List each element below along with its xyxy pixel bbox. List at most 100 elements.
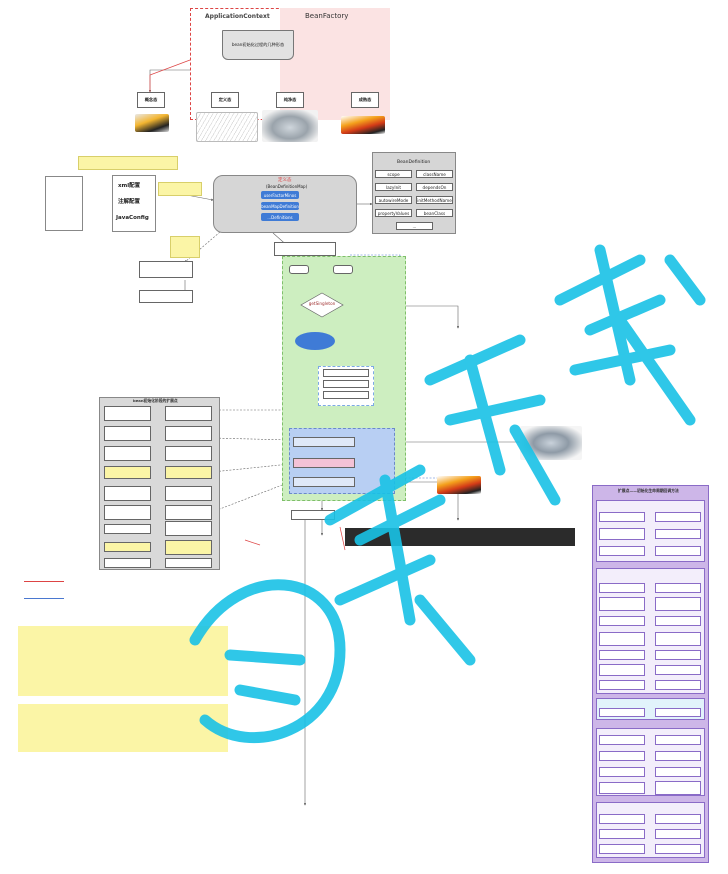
bd-prop-cell: initMethodName — [416, 196, 453, 204]
state-definition-label: 定义态 — [218, 97, 232, 102]
callback-method — [655, 680, 701, 690]
bean-definition-title: BeanDefinition — [397, 160, 431, 165]
callback-interface — [599, 650, 645, 660]
bd-prop-label: beanClass — [423, 210, 446, 216]
processor-cell — [104, 406, 151, 421]
processor-method-cell — [165, 505, 212, 520]
car-image-concept — [135, 114, 169, 132]
processor-cell — [104, 446, 151, 461]
callback-interface — [599, 814, 645, 824]
callback-method — [655, 512, 701, 522]
processor-cell — [104, 426, 151, 441]
initialization-step — [293, 477, 355, 487]
pure-state-red-label — [584, 444, 594, 450]
processor-cell — [104, 466, 151, 479]
early-singletons-box — [323, 380, 369, 388]
callback-method — [655, 829, 701, 839]
callback-interface — [599, 546, 645, 556]
processor-method-cell — [165, 521, 212, 536]
callback-interface — [599, 708, 645, 717]
bd-prop-cell: beanClass — [416, 209, 453, 217]
pre-instantiate-box — [274, 242, 336, 256]
state-pure: 纯净态 — [276, 92, 304, 108]
state-mature: 成熟态 — [351, 92, 379, 108]
callback-method — [655, 814, 701, 824]
instantiation-step — [293, 437, 355, 447]
note-bean-factory-vs-context — [18, 626, 228, 696]
bd-prop-label: className — [423, 171, 446, 177]
processor-cell — [104, 558, 151, 568]
callback-method — [655, 767, 701, 777]
application-context-label: ApplicationContext — [205, 13, 270, 20]
xml-sticky-note — [78, 156, 178, 170]
callback-interface — [599, 512, 645, 522]
bd-map-entry-label: userFactorMinos — [263, 192, 297, 198]
callback-interface — [599, 767, 645, 777]
singleton-factories-box — [323, 369, 369, 377]
callback-interface — [599, 597, 645, 611]
bd-prop-cell: dependsOn — [416, 183, 453, 191]
registry-sticky-note — [170, 236, 200, 258]
bd-map-title: 定义态 — [278, 178, 292, 183]
left-config-panel — [112, 175, 156, 232]
bd-prop-cell: ... — [396, 222, 433, 230]
code-snippet-bar — [345, 528, 575, 546]
state-concept-label: 概念态 — [144, 97, 158, 102]
callback-method — [655, 529, 701, 539]
annotation-config-label: 注解配置 — [118, 199, 141, 205]
class-source-box — [45, 176, 83, 231]
chassis-car-image — [520, 426, 582, 460]
callback-interface — [599, 680, 645, 690]
processor-method-cell — [165, 558, 212, 568]
callback-method — [655, 781, 701, 795]
center-document-label: bean初始化过程的几种形态 — [231, 42, 285, 48]
bd-map-entry-label: beanMapDefinition — [261, 203, 299, 209]
callback-method — [655, 616, 701, 626]
bd-map-entry: ...Definitions — [261, 213, 299, 221]
state-mature-label: 成熟态 — [358, 97, 372, 102]
callback-method — [655, 583, 701, 593]
callback-interface — [599, 782, 645, 794]
car-image-sketch — [196, 112, 258, 142]
center-document: bean初始化过程的几种形态 — [222, 30, 294, 60]
bd-prop-label: initMethodName — [417, 197, 452, 203]
callback-interface — [599, 844, 645, 854]
callback-method — [655, 597, 701, 611]
callback-interface — [599, 751, 645, 761]
bd-prop-cell: autowireMode — [375, 196, 412, 204]
bd-prop-cell: lazyInit — [375, 183, 412, 191]
processor-method-cell — [165, 406, 212, 421]
bean-definition-panel — [372, 152, 456, 234]
xml-config-label: xml配置 — [118, 183, 141, 189]
bd-map-entry-label: ...Definitions — [267, 214, 293, 220]
creation-circle — [295, 332, 335, 350]
reader-sticky-note — [158, 182, 202, 196]
callback-method — [655, 735, 701, 745]
callback-method — [655, 546, 701, 556]
state-pure-label: 纯净态 — [283, 97, 297, 102]
processor-cell — [104, 505, 151, 520]
get-singleton-label: getSingleton — [308, 301, 336, 306]
javaconfig-label: JavaConfig — [116, 215, 149, 221]
lifecycle-panel-title: 扩展点——初始化生命周期回调方法 — [618, 488, 679, 493]
processor-cell — [104, 542, 151, 552]
callback-method — [655, 844, 701, 854]
bd-prop-label: scope — [387, 171, 400, 177]
callback-method — [655, 751, 701, 761]
callback-method — [655, 632, 701, 646]
bd-map-subtitle: (BeanDefinitionMap) — [266, 184, 308, 189]
flow-node-right — [333, 265, 353, 274]
bd-prop-cell: scope — [375, 170, 412, 178]
bd-map-entry: beanMapDefinition — [261, 202, 299, 210]
get-singleton-diamond: getSingleton — [300, 292, 344, 318]
callback-interface — [599, 616, 645, 626]
bd-prop-label: ... — [412, 223, 417, 229]
processors-panel-title: bean初始化阶段的扩展点 — [133, 398, 178, 403]
bd-map-entry: userFactorMinos — [261, 191, 299, 199]
processor-method-cell — [165, 540, 212, 555]
mature-car-image — [437, 476, 481, 494]
legend-red-line — [24, 581, 64, 582]
callback-interface — [599, 735, 645, 745]
callback-method — [655, 650, 701, 660]
car-image-chassis — [262, 110, 318, 142]
